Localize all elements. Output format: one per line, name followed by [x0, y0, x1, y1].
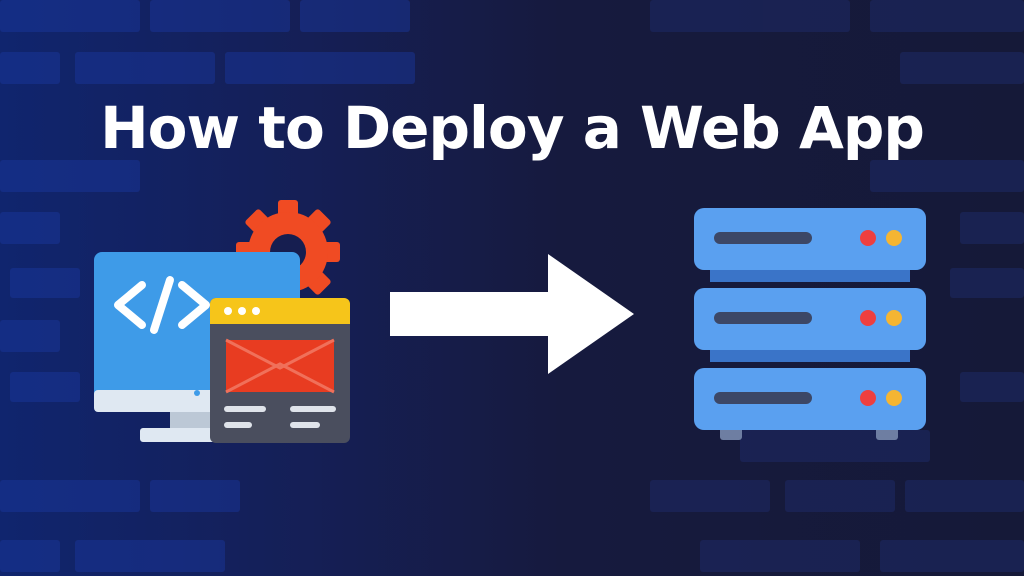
code-brackets-icon: [114, 276, 210, 334]
browser-window-icon: [210, 298, 350, 443]
server-unit-2: [694, 288, 926, 362]
page-title: How to Deploy a Web App: [100, 94, 925, 162]
developer-workstation-illustration: [94, 200, 350, 443]
server-unit-3: [694, 368, 926, 430]
arrow-right-icon: [390, 254, 634, 374]
server-unit-1: [694, 208, 926, 282]
server-rack-icon: [694, 208, 926, 440]
